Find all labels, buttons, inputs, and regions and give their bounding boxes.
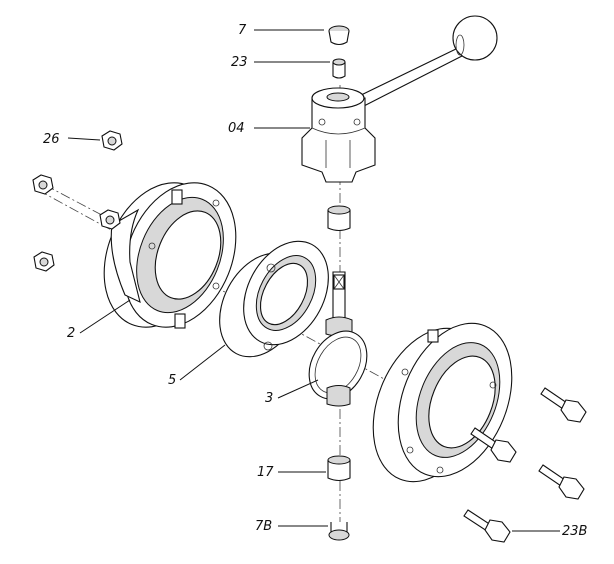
bolt-4 xyxy=(463,509,511,543)
nut-4 xyxy=(33,251,55,272)
label-04: 04 xyxy=(228,121,245,136)
callout-17: 17 xyxy=(257,465,326,480)
part-23b-bolts xyxy=(463,387,587,543)
part-23-bushing xyxy=(332,58,346,79)
label-2: 2 xyxy=(67,326,75,341)
callout-7: 7 xyxy=(238,23,324,38)
nut-1 xyxy=(101,130,123,151)
handle-lever xyxy=(354,15,498,109)
callouts: 7 23 04 26 2 5 3 17 xyxy=(43,23,588,539)
label-26: 26 xyxy=(43,132,60,147)
bolt-2 xyxy=(470,427,517,463)
part-3-valve-disc xyxy=(308,271,368,407)
callout-23: 23 xyxy=(231,55,330,70)
label-23b: 23B xyxy=(562,524,588,539)
label-17: 17 xyxy=(257,465,274,480)
callout-7b: 7B xyxy=(255,519,328,534)
part-5-seat-ring xyxy=(219,240,329,358)
callout-23b: 23B xyxy=(512,524,588,539)
label-7b: 7B xyxy=(255,519,272,534)
bolt-3 xyxy=(538,464,585,500)
label-7: 7 xyxy=(238,23,247,38)
label-3: 3 xyxy=(265,391,273,406)
part-17-upper-sleeve xyxy=(327,205,351,232)
callout-2: 2 xyxy=(67,299,131,341)
callout-04: 04 xyxy=(228,121,310,136)
label-23: 23 xyxy=(231,55,248,70)
part-04-actuator-block xyxy=(301,87,376,183)
nut-2 xyxy=(32,174,54,195)
callout-5: 5 xyxy=(168,344,226,388)
callout-26: 26 xyxy=(43,132,101,147)
part-2-left-body xyxy=(103,182,237,329)
nut-3 xyxy=(99,209,121,230)
callout-3: 3 xyxy=(265,379,319,406)
part-7-top-cap xyxy=(328,25,350,46)
bolt-1 xyxy=(540,387,587,423)
label-5: 5 xyxy=(168,373,176,388)
part-17-lower-sleeve xyxy=(327,455,351,482)
part-7b-bottom-cap xyxy=(328,522,350,541)
part-26-nuts xyxy=(32,130,123,272)
part-right-body xyxy=(372,322,513,483)
